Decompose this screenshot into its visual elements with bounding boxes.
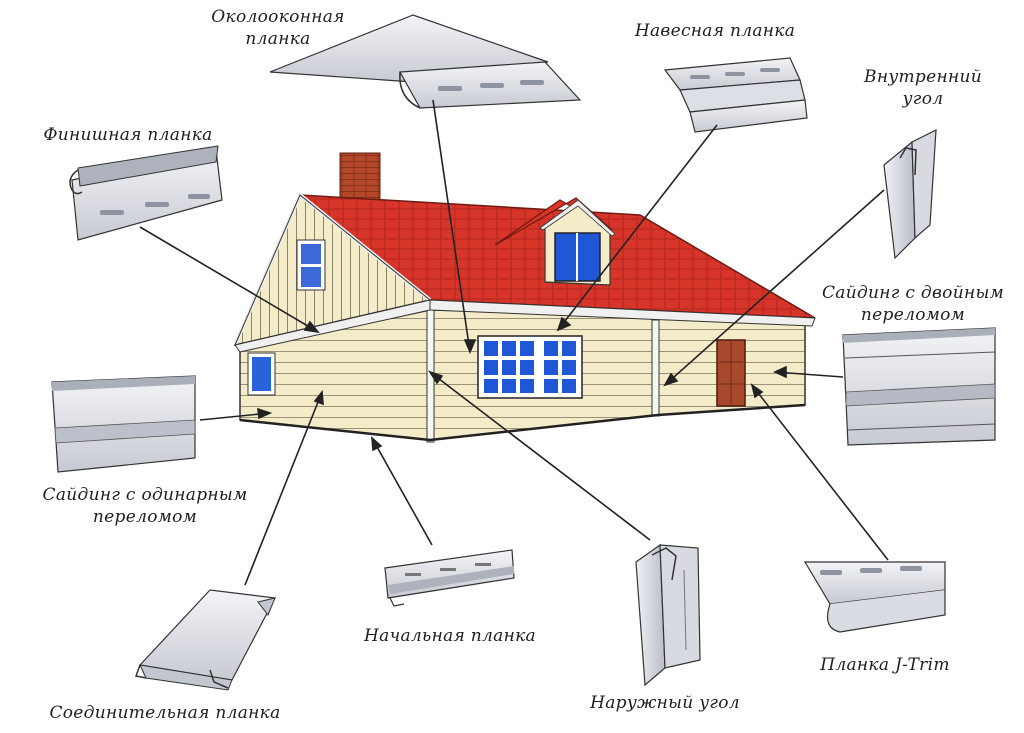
outer-corner-profile <box>635 543 701 687</box>
leader-finish-strip <box>139 226 319 333</box>
leader-hanging-strip <box>557 124 718 331</box>
connector-strip-profile <box>134 589 276 691</box>
j-trim-profile <box>803 561 946 633</box>
label-j-trim: Планка J-Trim <box>820 655 950 675</box>
leader-j-trim <box>751 384 889 561</box>
house <box>233 152 816 443</box>
leader-outer-corner <box>429 371 651 541</box>
finish-strip-profile <box>69 145 223 241</box>
label-connector-strip: Соединительная планка <box>49 703 281 723</box>
hanging-strip-profile <box>663 57 808 133</box>
chimney <box>339 152 381 202</box>
label-hanging-strip: Навесная планка <box>634 21 796 41</box>
leader-connector <box>244 391 323 586</box>
label-start-strip: Начальная планка <box>364 626 536 646</box>
single-siding-profile <box>51 375 196 473</box>
start-strip-profile <box>384 549 515 607</box>
double-siding-profile <box>842 327 996 446</box>
leader-inner-corner <box>664 189 885 386</box>
label-outer-corner: Наружный угол <box>590 693 740 713</box>
front-window <box>477 335 583 399</box>
leader-start-strip <box>371 437 433 546</box>
window-trim-profile <box>269 14 582 109</box>
leader-lines <box>139 99 889 586</box>
label-finish-strip: Финишная планка <box>43 125 213 145</box>
leader-window-trim <box>432 99 471 353</box>
inner-corner-profile <box>883 128 937 260</box>
